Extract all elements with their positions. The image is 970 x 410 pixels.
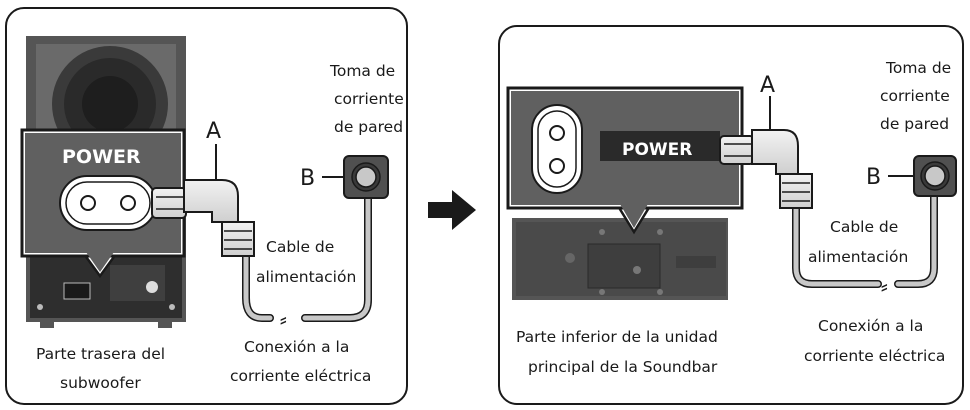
left-wall-outlet-label-3: de pared bbox=[334, 118, 403, 136]
right-connection-label-1: Conexión a la bbox=[818, 317, 923, 335]
left-wall-outlet-label-1: Toma de bbox=[329, 62, 395, 80]
soundbar-power-port-zoom bbox=[506, 86, 744, 235]
left-cable-label-2: alimentación bbox=[256, 268, 356, 286]
left-power-label: POWER bbox=[62, 146, 141, 168]
right-cable-label-1: Cable de bbox=[830, 218, 898, 236]
left-cable-label-1: Cable de bbox=[266, 238, 334, 256]
right-power-label: POWER bbox=[622, 140, 692, 160]
left-plug-a bbox=[151, 179, 255, 257]
left-connection-label-2: corriente eléctrica bbox=[230, 367, 371, 385]
right-cable-break-icon: ⸗ bbox=[881, 274, 888, 298]
left-cable-break-icon: ⸗ bbox=[280, 307, 287, 331]
left-wall-outlet-label-2: corriente bbox=[334, 90, 404, 108]
right-wall-outlet-label-1: Toma de bbox=[885, 59, 951, 77]
left-wall-outlet bbox=[343, 155, 389, 199]
left-caption-2: subwoofer bbox=[60, 374, 141, 392]
right-panel: POWER ⸗ A B Toma de corriente de pared bbox=[498, 25, 964, 405]
right-cable-label-2: alimentación bbox=[808, 248, 908, 266]
right-plug-a bbox=[719, 129, 813, 209]
right-caption-1: Parte inferior de la unidad bbox=[516, 328, 718, 346]
left-caption-1: Parte trasera del bbox=[36, 345, 165, 363]
right-connection-label-2: corriente eléctrica bbox=[804, 347, 945, 365]
right-caption-2: principal de la Soundbar bbox=[528, 358, 718, 376]
left-letter-a: A bbox=[206, 119, 221, 144]
left-panel: POWER ⸗ A B Toma de corriente de pared bbox=[5, 7, 408, 405]
arrow-icon bbox=[428, 190, 476, 230]
right-wall-outlet bbox=[913, 155, 957, 197]
left-connection-label-1: Conexión a la bbox=[244, 338, 349, 356]
right-wall-outlet-label-3: de pared bbox=[880, 115, 949, 133]
soundbar-bottom bbox=[512, 218, 728, 300]
left-letter-b: B bbox=[300, 166, 315, 191]
right-wall-outlet-label-2: corriente bbox=[880, 87, 950, 105]
right-letter-b: B bbox=[866, 165, 881, 190]
right-letter-a: A bbox=[760, 73, 775, 98]
